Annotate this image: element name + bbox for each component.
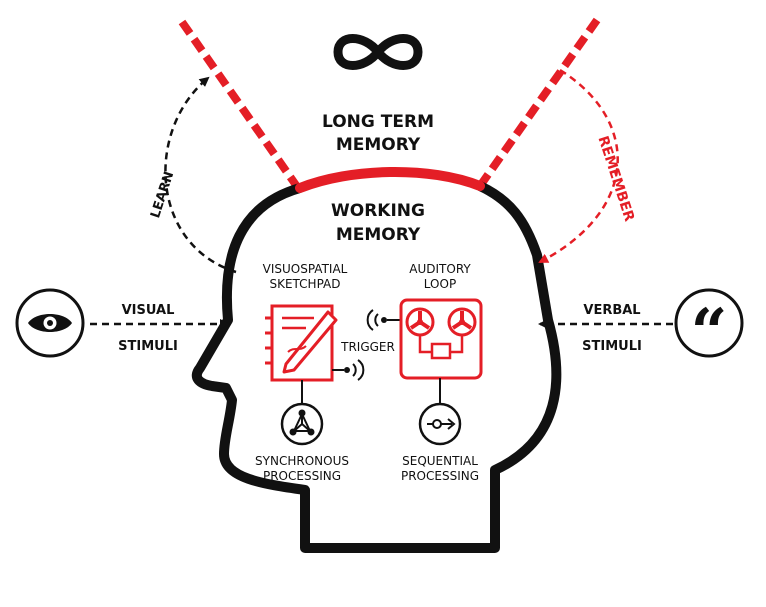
eye-icon — [15, 288, 85, 358]
working-memory-label-line2: MEMORY — [336, 225, 421, 245]
learn-arrow — [164, 76, 237, 274]
visual-stimuli-label-line2: STIMULI — [118, 339, 178, 354]
svg-text:“: “ — [691, 295, 728, 370]
sketchpad-signal-icon — [332, 359, 365, 381]
reel-to-reel-tape-icon — [399, 298, 483, 380]
visuospatial-sketchpad-label-line2: SKETCHPAD — [269, 277, 340, 291]
synchronous-processing-label-line2: PROCESSING — [263, 469, 341, 483]
synchronous-processing-label-line1: SYNCHRONOUS — [255, 454, 349, 468]
quotation-mark-icon: “ — [674, 288, 744, 370]
visual-stimuli-label-line1: VISUAL — [122, 303, 175, 318]
notepad-pen-icon — [265, 304, 338, 382]
auditory-loop-label-line1: AUDITORY — [409, 262, 471, 276]
head-outline — [191, 181, 562, 553]
network-nodes-icon — [280, 402, 324, 446]
long-term-funnel-right — [476, 17, 601, 189]
long-term-funnel-left — [178, 19, 302, 191]
auditory-loop-label-line2: LOOP — [424, 277, 456, 291]
long-term-memory-label-line2: MEMORY — [336, 135, 421, 155]
loop-signal-icon — [366, 309, 401, 331]
working-memory-label-line1: WORKING — [331, 201, 425, 221]
trigger-label: TRIGGER — [340, 340, 395, 354]
head-crown-long-term-boundary — [295, 167, 485, 193]
infinity-icon — [333, 34, 423, 70]
sequential-processing-label-line2: PROCESSING — [401, 469, 479, 483]
verbal-stimuli-label-line1: VERBAL — [583, 303, 640, 318]
long-term-memory-label-line1: LONG TERM — [322, 112, 434, 132]
verbal-stimuli-label-line2: STIMULI — [582, 339, 642, 354]
arrow-through-circle-icon — [418, 402, 462, 446]
remember-arrow — [538, 68, 619, 264]
sequential-processing-label-line1: SEQUENTIAL — [402, 454, 478, 468]
visuospatial-sketchpad-label-line1: VISUOSPATIAL — [263, 262, 348, 276]
